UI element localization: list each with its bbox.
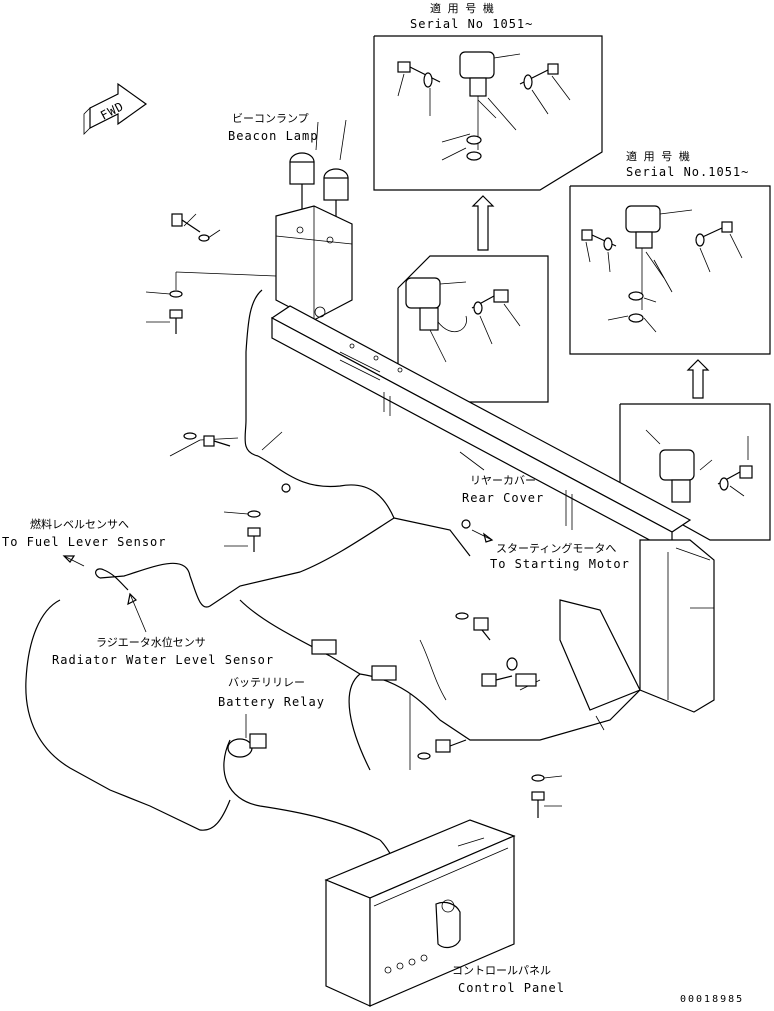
radiator-sensor-jp: ラジエータ水位センサ — [96, 635, 206, 649]
battery-relay-jp: バッテリリレー — [228, 676, 305, 689]
inset-2-jp: 適 用 号 機 — [626, 149, 690, 163]
inset-work-lamp-right — [619, 403, 771, 541]
inset-1-jp: 適 用 号 機 — [430, 1, 494, 15]
starting-motor-callout: スターティングモータへ To Starting Motor — [471, 529, 630, 571]
rear-cover-beam — [270, 305, 692, 554]
arrow-up-icon — [686, 359, 710, 399]
control-panel — [324, 819, 516, 1007]
bolt-group-right — [409, 612, 605, 818]
radiator-sensor-callout: ラジエータ水位センサ Radiator Water Level Sensor — [52, 592, 274, 667]
fwd-arrow-icon: FWD — [83, 82, 148, 135]
rear-cover-en: Rear Cover — [462, 491, 544, 505]
starting-motor-en: To Starting Motor — [490, 557, 630, 571]
beacon-lamp-callout: ビーコンランプ Beacon Lamp — [228, 112, 318, 143]
inset-1-serial: Serial No 1051~ — [410, 17, 533, 31]
radiator-sensor-en: Radiator Water Level Sensor — [52, 653, 274, 667]
rear-cover-jp: リヤーカバー — [470, 474, 536, 487]
bolt-group-left — [145, 213, 277, 334]
fuel-lever-en: To Fuel Lever Sensor — [2, 535, 167, 549]
fuel-lever-jp: 燃料レベルセンサへ — [30, 517, 129, 531]
beacon-lamp-en: Beacon Lamp — [228, 129, 318, 143]
control-panel-callout: コントロールパネル Control Panel — [452, 964, 565, 995]
inset-serial-2: 適 用 号 機 Serial No.1051~ — [569, 149, 771, 355]
arrow-up-icon — [471, 195, 495, 251]
inset-work-lamp — [397, 255, 549, 403]
rear-cover-callout: リヤーカバー Rear Cover — [462, 474, 544, 505]
beacon-lamp-assembly — [275, 119, 353, 321]
control-panel-en: Control Panel — [458, 981, 565, 995]
starting-motor-jp: スターティングモータへ — [496, 541, 616, 555]
inset-serial-1: 適 用 号 機 Serial No 1051~ — [373, 1, 603, 191]
bolt-group-mid — [183, 432, 261, 552]
inset-2-serial: Serial No.1051~ — [626, 165, 749, 179]
battery-relay-callout: バッテリリレー Battery Relay — [218, 676, 325, 709]
control-panel-jp: コントロールパネル — [452, 964, 551, 977]
beacon-lamp-jp: ビーコンランプ — [232, 112, 309, 125]
drawing-number: 00018985 — [680, 994, 744, 1005]
battery-relay-en: Battery Relay — [218, 695, 325, 709]
wire-harness — [25, 289, 641, 937]
battery-relay — [227, 714, 267, 758]
fuel-lever-callout: 燃料レベルセンサへ To Fuel Lever Sensor — [2, 517, 167, 567]
